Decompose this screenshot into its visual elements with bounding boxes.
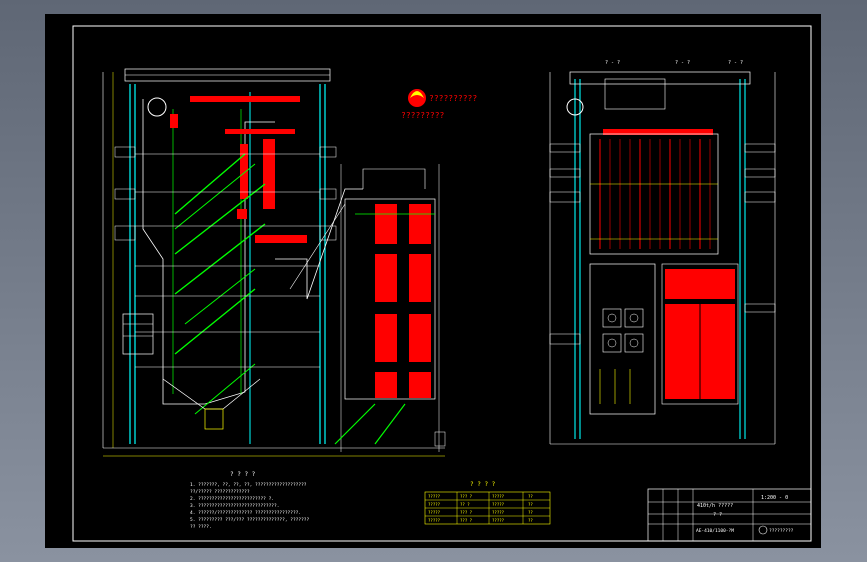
param-cell: ????? — [492, 518, 505, 523]
sheet-border — [72, 25, 812, 542]
section-label-3: ? - ? — [728, 60, 743, 66]
param-cell: ?? ? — [460, 502, 470, 507]
note-line-7: ?? ????. — [190, 524, 212, 530]
param-cell: ?? — [528, 518, 533, 523]
param-cell: ??? ? — [460, 494, 473, 499]
param-cell: ????? — [492, 502, 505, 507]
drawing-sheet: ?????????? ????????? ? - ? ? - ? ? - ? — [45, 14, 821, 548]
parameter-table: ? ? ? ? ????? ??? ? ????? ?? ????? ?? ? … — [424, 481, 551, 525]
note-line-4: 3. ?????????????????????????????. — [190, 503, 279, 509]
param-table-title: ? ? ? ? — [470, 481, 496, 488]
company-logo: ?????????? ????????? — [401, 89, 477, 120]
title-block: 1:200 - 0 410t/h ????? ? ? AE-410/1100-?… — [647, 488, 812, 542]
param-cell: ??? ? — [460, 510, 473, 515]
air-preheater-tower — [334, 164, 446, 452]
sheet-name: ? ? — [713, 512, 722, 518]
param-cell: ?? — [528, 502, 533, 507]
note-line-2: ??/????? ????????????? — [190, 489, 250, 495]
scale-label: 1:200 - 0 — [761, 495, 788, 501]
note-line-6: 5. ????????? ???/??? ??????????????, ???… — [190, 517, 309, 523]
company-seal-icon — [758, 525, 768, 535]
notes-title: ? ? ? ? — [230, 471, 256, 478]
company-name: ????????? — [769, 528, 794, 534]
param-cell: ??? ? — [460, 518, 473, 523]
logo-text: ?????????? — [429, 94, 477, 103]
param-cell: ????? — [428, 518, 441, 523]
note-line-1: 1. ???????, ??, ??, ??, ????????????????… — [190, 482, 307, 488]
project-name: 410t/h ????? — [697, 503, 733, 509]
note-line-5: 4. ??????/????????????? ????????????????… — [190, 510, 301, 516]
boiler-side-elevation — [102, 68, 445, 457]
boiler-section-view: ? - ? ? - ? ? - ? — [549, 60, 776, 445]
param-cell: ????? — [428, 502, 441, 507]
drawing-number: AE-410/1100-?M — [696, 528, 734, 534]
param-cell: ????? — [428, 510, 441, 515]
param-cell: ?? — [528, 494, 533, 499]
general-notes: ? ? ? ? 1. ???????, ??, ??, ??, ????????… — [190, 471, 309, 530]
param-cell: ?? — [528, 510, 533, 515]
logo-subtext: ????????? — [401, 111, 445, 120]
note-line-3: 2. ????????????????????????? ?. — [190, 496, 274, 502]
section-label-1: ? - ? — [605, 60, 620, 66]
param-cell: ????? — [492, 494, 505, 499]
param-cell: ????? — [428, 494, 441, 499]
section-label-2: ? - ? — [675, 60, 690, 66]
param-cell: ????? — [492, 510, 505, 515]
